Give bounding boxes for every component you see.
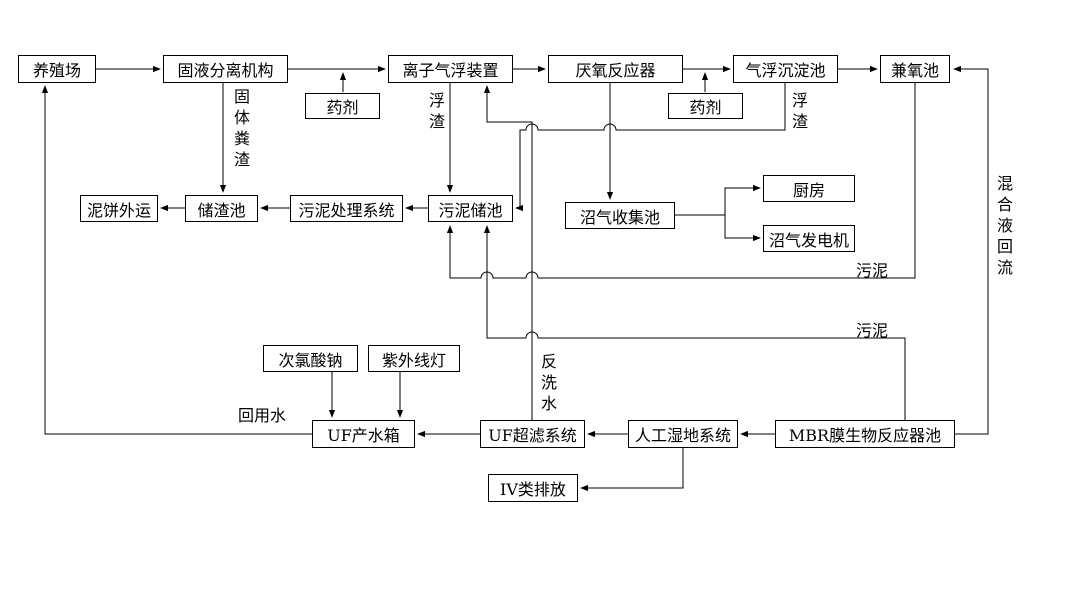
edge-biogas-to-generator xyxy=(724,215,761,242)
node-chemical-2-label: 药剂 xyxy=(689,98,722,117)
node-farm: 养殖场 xyxy=(18,55,96,83)
node-chemical-2: 药剂 xyxy=(668,93,743,119)
node-solid-liquid-separator: 固液分离机构 xyxy=(163,55,288,83)
node-biogas-collection-label: 沼气收集池 xyxy=(579,207,660,227)
node-chemical-1: 药剂 xyxy=(305,93,380,119)
node-sludge-storage-label: 污泥储池 xyxy=(438,200,503,220)
node-chemical-1-label: 药剂 xyxy=(326,98,359,117)
node-mud-cake-transport-label: 泥饼外运 xyxy=(86,200,151,220)
edge-sludge-facultative-to-storage xyxy=(446,83,916,279)
node-flotation-sedimentation: 气浮沉淀池 xyxy=(733,55,838,83)
edge-sludge-mbr-to-storage xyxy=(483,225,906,420)
node-biogas-collection: 沼气收集池 xyxy=(565,202,675,229)
node-biogas-generator-label: 沼气发电机 xyxy=(768,230,849,250)
edge-wetland-to-class-iv xyxy=(580,448,684,492)
node-uv-lamp-label: 紫外线灯 xyxy=(381,350,446,370)
node-biogas-generator: 沼气发电机 xyxy=(763,225,855,252)
node-uf-system: UF超滤系统 xyxy=(480,420,585,448)
node-anaerobic-reactor-label: 厌氧反应器 xyxy=(575,61,656,80)
node-kitchen: 厨房 xyxy=(763,175,855,202)
node-uf-system-label: UF超滤系统 xyxy=(488,426,577,445)
flow-label-sludge-upper: 污泥 xyxy=(856,261,889,280)
node-sodium-hypochlorite-label: 次氯酸钠 xyxy=(278,350,343,370)
node-wetland-system: 人工湿地系统 xyxy=(628,420,738,448)
node-farm-label: 养殖场 xyxy=(32,61,81,80)
node-facultative-tank: 兼氧池 xyxy=(880,55,950,83)
node-uf-water-tank-label: UF产水箱 xyxy=(327,426,400,445)
node-facultative-tank-label: 兼氧池 xyxy=(890,61,939,80)
node-solid-liquid-separator-label: 固液分离机构 xyxy=(177,61,274,80)
node-ion-flotation: 离子气浮装置 xyxy=(388,55,513,83)
node-class-iv-discharge: IV类排放 xyxy=(488,474,578,502)
flow-label-reuse-water: 回用水 xyxy=(238,406,287,425)
edge-scum-sedimentation-to-sludge-storage xyxy=(515,83,786,212)
node-uf-water-tank: UF产水箱 xyxy=(312,420,415,448)
flow-label-solid-manure: 固体粪渣 xyxy=(231,88,250,172)
node-ion-flotation-label: 离子气浮装置 xyxy=(402,61,499,80)
edge-reuse-water-to-farm xyxy=(41,85,312,435)
node-sodium-hypochlorite: 次氯酸钠 xyxy=(263,345,358,372)
node-mbr: MBR膜生物反应器池 xyxy=(775,420,955,448)
flow-label-sludge-lower: 污泥 xyxy=(856,321,889,340)
node-mbr-label: MBR膜生物反应器池 xyxy=(788,426,942,445)
node-slag-storage-label: 储渣池 xyxy=(197,200,246,220)
edge-mbr-reflux-to-facultative xyxy=(953,65,989,435)
node-slag-storage: 储渣池 xyxy=(185,195,258,222)
edge-biogas-to-kitchen xyxy=(675,184,761,216)
flow-label-scum-left: 浮渣 xyxy=(426,92,445,134)
flow-label-scum-right: 浮渣 xyxy=(789,92,808,134)
node-sludge-storage: 污泥储池 xyxy=(428,195,513,222)
node-sludge-treatment-label: 污泥处理系统 xyxy=(298,200,395,220)
node-class-iv-discharge-label: IV类排放 xyxy=(500,480,566,499)
flow-label-backwash-water: 反洗水 xyxy=(538,353,557,416)
flow-label-mixed-liquor-return: 混合液回流 xyxy=(994,175,1013,280)
node-anaerobic-reactor: 厌氧反应器 xyxy=(548,55,683,83)
node-mud-cake-transport: 泥饼外运 xyxy=(80,195,158,222)
node-uv-lamp: 紫外线灯 xyxy=(368,345,460,372)
node-sludge-treatment: 污泥处理系统 xyxy=(290,195,403,222)
node-kitchen-label: 厨房 xyxy=(792,180,825,200)
edge-backwash-uf-to-flotation xyxy=(483,85,533,420)
node-flotation-sedimentation-label: 气浮沉淀池 xyxy=(745,61,826,80)
node-wetland-system-label: 人工湿地系统 xyxy=(634,426,731,445)
